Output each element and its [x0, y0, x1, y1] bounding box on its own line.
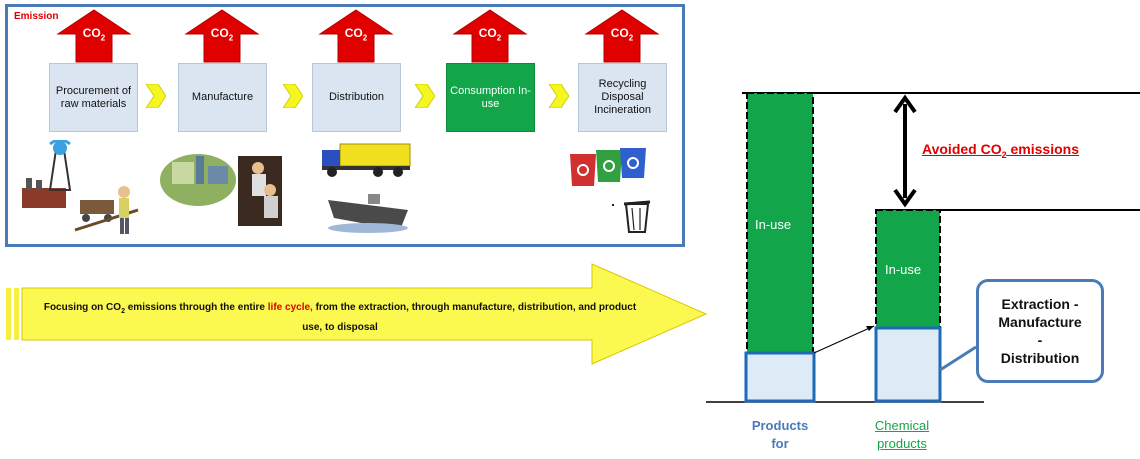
co2-subscript: 2: [228, 33, 234, 43]
right-bar-label: In-use: [885, 262, 922, 277]
co2-label: CO: [210, 26, 229, 40]
co2-subscript: 2: [496, 33, 502, 43]
callout-text: Extraction - Manufacture - Distribution: [998, 296, 1082, 366]
focus-statement: Focusing on CO2 emissions through the en…: [43, 302, 637, 333]
co2-label: CO: [478, 26, 497, 40]
left-bar-label: In-use: [755, 217, 792, 232]
left-inuse-bar: [746, 92, 814, 356]
co2-subscript: 2: [628, 33, 634, 43]
co2-label: CO: [610, 26, 629, 40]
lifecycle-arrow-icon: [6, 263, 708, 365]
chevron-right-icon: [549, 84, 569, 108]
life-cycle-highlight: life cycle,: [267, 302, 313, 313]
stage-manufacture: Manufacture: [178, 63, 267, 132]
factory-workers-icon: [160, 154, 282, 226]
up-arrow-icon: [184, 9, 260, 63]
right-inuse-bar: [875, 209, 941, 329]
avoided-emissions-label: Avoided CO2 emissions: [922, 141, 1079, 160]
stage-procurement: Procurement of raw materials: [49, 63, 138, 132]
products-for-label: Products for: [751, 418, 809, 451]
up-arrow-icon: [584, 9, 660, 63]
emission-label: Emission: [14, 11, 59, 22]
co2-label: CO: [82, 26, 101, 40]
co2-subscript: 2: [100, 33, 106, 43]
stage-consumption: Consumption In-use: [446, 63, 535, 132]
chevron-right-icon: [283, 84, 303, 108]
co2-subscript: 2: [362, 33, 368, 43]
chemical-products-label: Chemical products: [874, 418, 930, 451]
right-upstream-bar: [874, 326, 942, 403]
up-arrow-icon: [318, 9, 394, 63]
connector-line: [813, 325, 875, 354]
recycling-bins-icon: [570, 148, 651, 233]
stage-distribution: Distribution: [312, 63, 401, 132]
chevron-right-icon: [415, 84, 435, 108]
up-arrow-icon: [452, 9, 528, 63]
left-upstream-bar: [744, 351, 816, 403]
oil-mining-icon: [22, 140, 139, 234]
chevron-right-icon: [146, 84, 166, 108]
stage-callout: Extraction - Manufacture - Distribution: [976, 279, 1104, 383]
callout-pointer: [939, 345, 977, 372]
up-arrow-icon: [56, 9, 132, 63]
stage-recycling: Recycling Disposal Incineration: [578, 63, 667, 132]
truck-ship-icon: [322, 143, 411, 233]
co2-label: CO: [344, 26, 363, 40]
comparison-diagram: [706, 92, 1140, 403]
